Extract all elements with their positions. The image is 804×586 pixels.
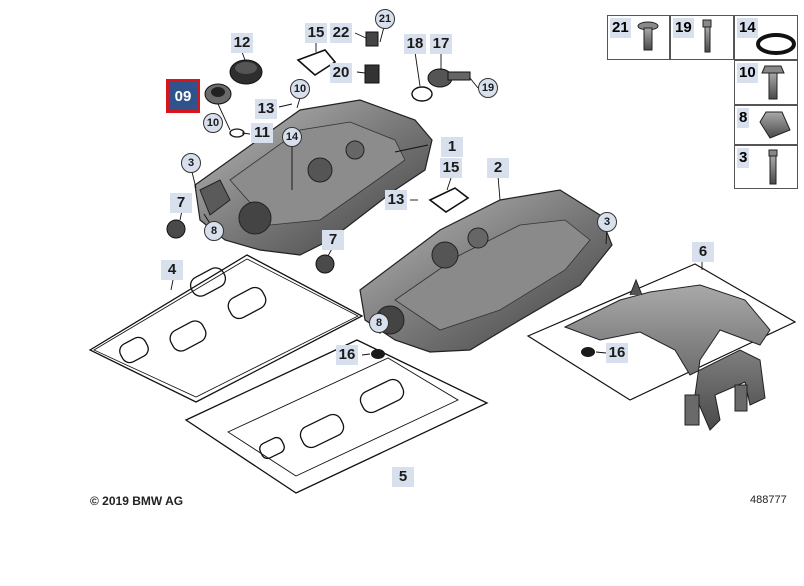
cylinder-head-cover-1 — [194, 99, 433, 256]
part-label-1[interactable]: 1 — [441, 137, 463, 157]
o-ring-18 — [411, 86, 433, 102]
actuator-7-left — [166, 219, 186, 239]
part-label-12[interactable]: 12 — [231, 33, 253, 53]
part-label-5[interactable]: 5 — [392, 467, 414, 487]
legend-label-19: 19 — [673, 18, 694, 38]
part-label-8-center[interactable]: 8 — [369, 313, 389, 333]
part-label-15-upper[interactable]: 15 — [305, 23, 327, 43]
cap-16-left — [371, 349, 385, 359]
legend-icons — [637, 19, 796, 185]
copyright-text: © 2019 BMW AG — [90, 494, 184, 508]
legend-label-10: 10 — [737, 63, 758, 83]
part-label-14[interactable]: 14 — [282, 127, 302, 147]
part-label-21[interactable]: 21 — [375, 9, 395, 29]
part-label-16-right[interactable]: 16 — [606, 343, 628, 363]
part-label-20[interactable]: 20 — [330, 63, 352, 83]
part-label-22[interactable]: 22 — [330, 23, 352, 43]
o-ring-icon — [756, 33, 796, 55]
cap-16-right — [581, 347, 595, 357]
part-label-15-lower[interactable]: 15 — [440, 158, 462, 178]
part-label-3-left[interactable]: 3 — [181, 153, 201, 173]
part-label-18[interactable]: 18 — [404, 34, 426, 54]
gasket-15-upper — [296, 49, 337, 77]
legend-label-8: 8 — [737, 108, 750, 128]
bolt-icon — [702, 19, 712, 53]
part-label-19[interactable]: 19 — [478, 78, 498, 98]
part-label-13-upper[interactable]: 13 — [255, 99, 277, 119]
part-label-7-center[interactable]: 7 — [322, 230, 344, 250]
part-label-2[interactable]: 2 — [487, 158, 509, 178]
part-label-8-left[interactable]: 8 — [204, 221, 224, 241]
flange-screw-icon — [637, 21, 659, 51]
gasket-5 — [184, 339, 489, 494]
part-label-6[interactable]: 6 — [692, 242, 714, 262]
sensor-22 — [365, 31, 379, 47]
part-label-10-upper[interactable]: 10 — [290, 79, 310, 99]
diagram-number: 488777 — [750, 494, 787, 506]
highlighted-part-label[interactable]: 09 — [166, 79, 200, 113]
legend-label-14: 14 — [737, 18, 758, 38]
legend-label-21: 21 — [610, 18, 631, 38]
part-label-13-lower[interactable]: 13 — [385, 190, 407, 210]
crankcase-breather-6 — [563, 278, 771, 431]
legend-label-3: 3 — [737, 148, 750, 168]
part-label-7-left[interactable]: 7 — [170, 193, 192, 213]
gasket-4 — [88, 254, 364, 403]
clip-nut-icon — [759, 111, 791, 139]
gasket-15-lower — [428, 187, 470, 213]
part-label-4[interactable]: 4 — [161, 260, 183, 280]
part-label-17[interactable]: 17 — [430, 34, 452, 54]
hex-bolt-icon — [761, 65, 785, 100]
stud-bolt-icon — [768, 149, 778, 185]
actuator-7-center — [315, 254, 335, 274]
part-label-16-left[interactable]: 16 — [336, 345, 358, 365]
part-label-3-right[interactable]: 3 — [597, 212, 617, 232]
part-label-10-lower[interactable]: 10 — [203, 113, 223, 133]
part-label-11[interactable]: 11 — [251, 123, 273, 143]
sensor-20 — [364, 64, 380, 84]
valve-17 — [427, 68, 471, 88]
oil-filler-cap-12 — [229, 59, 263, 85]
